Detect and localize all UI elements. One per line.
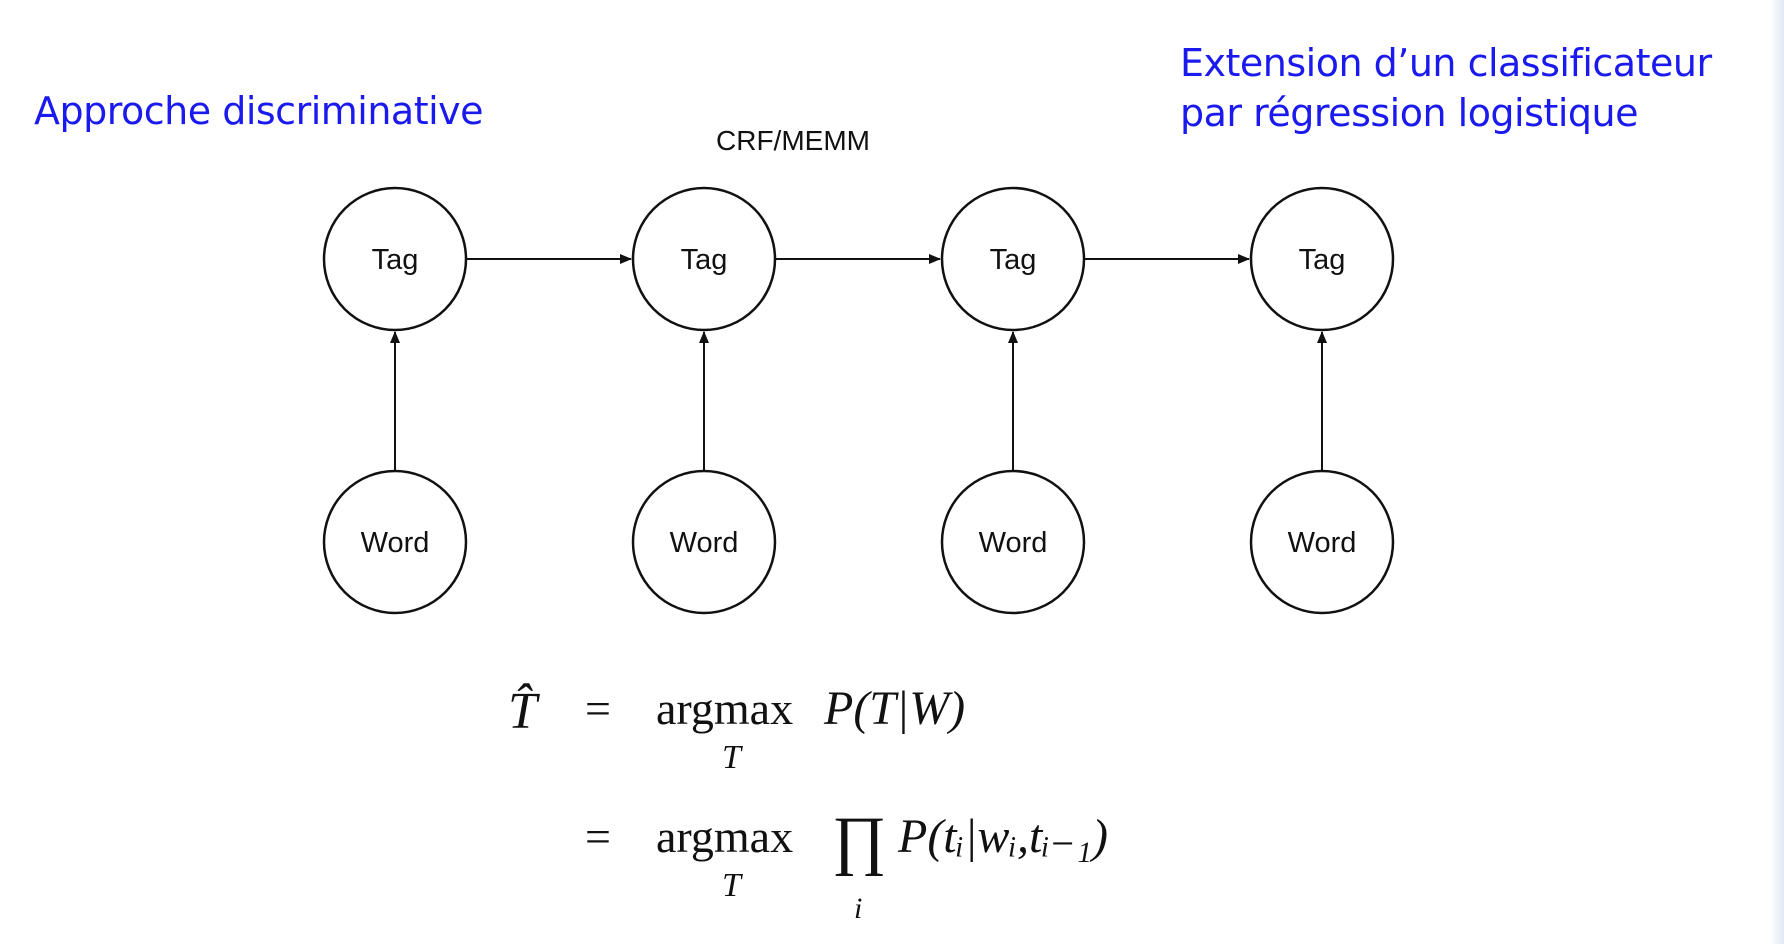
right-heading-line1: Extension d’un classificateur — [1180, 41, 1712, 85]
tag-node-label: Tag — [681, 244, 728, 276]
tag-node: Tag — [940, 186, 1086, 332]
equation: T̂ = argmax T P(T|W) = argmax T ∏ i P(tᵢ… — [508, 682, 1108, 925]
word-node: Word — [940, 469, 1086, 615]
equation-product-sub: i — [854, 892, 862, 925]
equation-rhs-1: P(T|W) — [823, 682, 965, 735]
equation-argmax-sub-1: T — [722, 739, 743, 776]
left-heading: Approche discriminative — [34, 89, 484, 133]
diagram-label: CRF/MEMM — [716, 125, 870, 156]
word-node-label: Word — [1288, 527, 1357, 559]
equation-argmax-1: argmax — [656, 683, 793, 734]
equation-lhs: T̂ — [508, 683, 540, 740]
tag-node: Tag — [631, 186, 777, 332]
word-node: Word — [631, 469, 777, 615]
tag-node: Tag — [1249, 186, 1395, 332]
equation-equals-2: = — [585, 811, 611, 862]
tag-node-label: Tag — [1299, 244, 1346, 276]
word-node-label: Word — [670, 527, 739, 559]
word-node-label: Word — [979, 527, 1048, 559]
word-node: Word — [322, 469, 468, 615]
slide-edge-shadow — [1770, 0, 1784, 944]
tag-node-label: Tag — [372, 244, 419, 276]
equation-equals-1: = — [585, 683, 611, 734]
equation-rhs-2: P(tᵢ|wᵢ,tᵢ₋₁) — [897, 810, 1108, 863]
tag-node-label: Tag — [990, 244, 1037, 276]
right-heading-line2: par régression logistique — [1180, 91, 1638, 135]
equation-argmax-2: argmax — [656, 811, 793, 862]
equation-product: ∏ — [832, 804, 886, 877]
equation-argmax-sub-2: T — [722, 867, 743, 904]
tag-node: Tag — [322, 186, 468, 332]
word-node: Word — [1249, 469, 1395, 615]
word-node-label: Word — [361, 527, 430, 559]
